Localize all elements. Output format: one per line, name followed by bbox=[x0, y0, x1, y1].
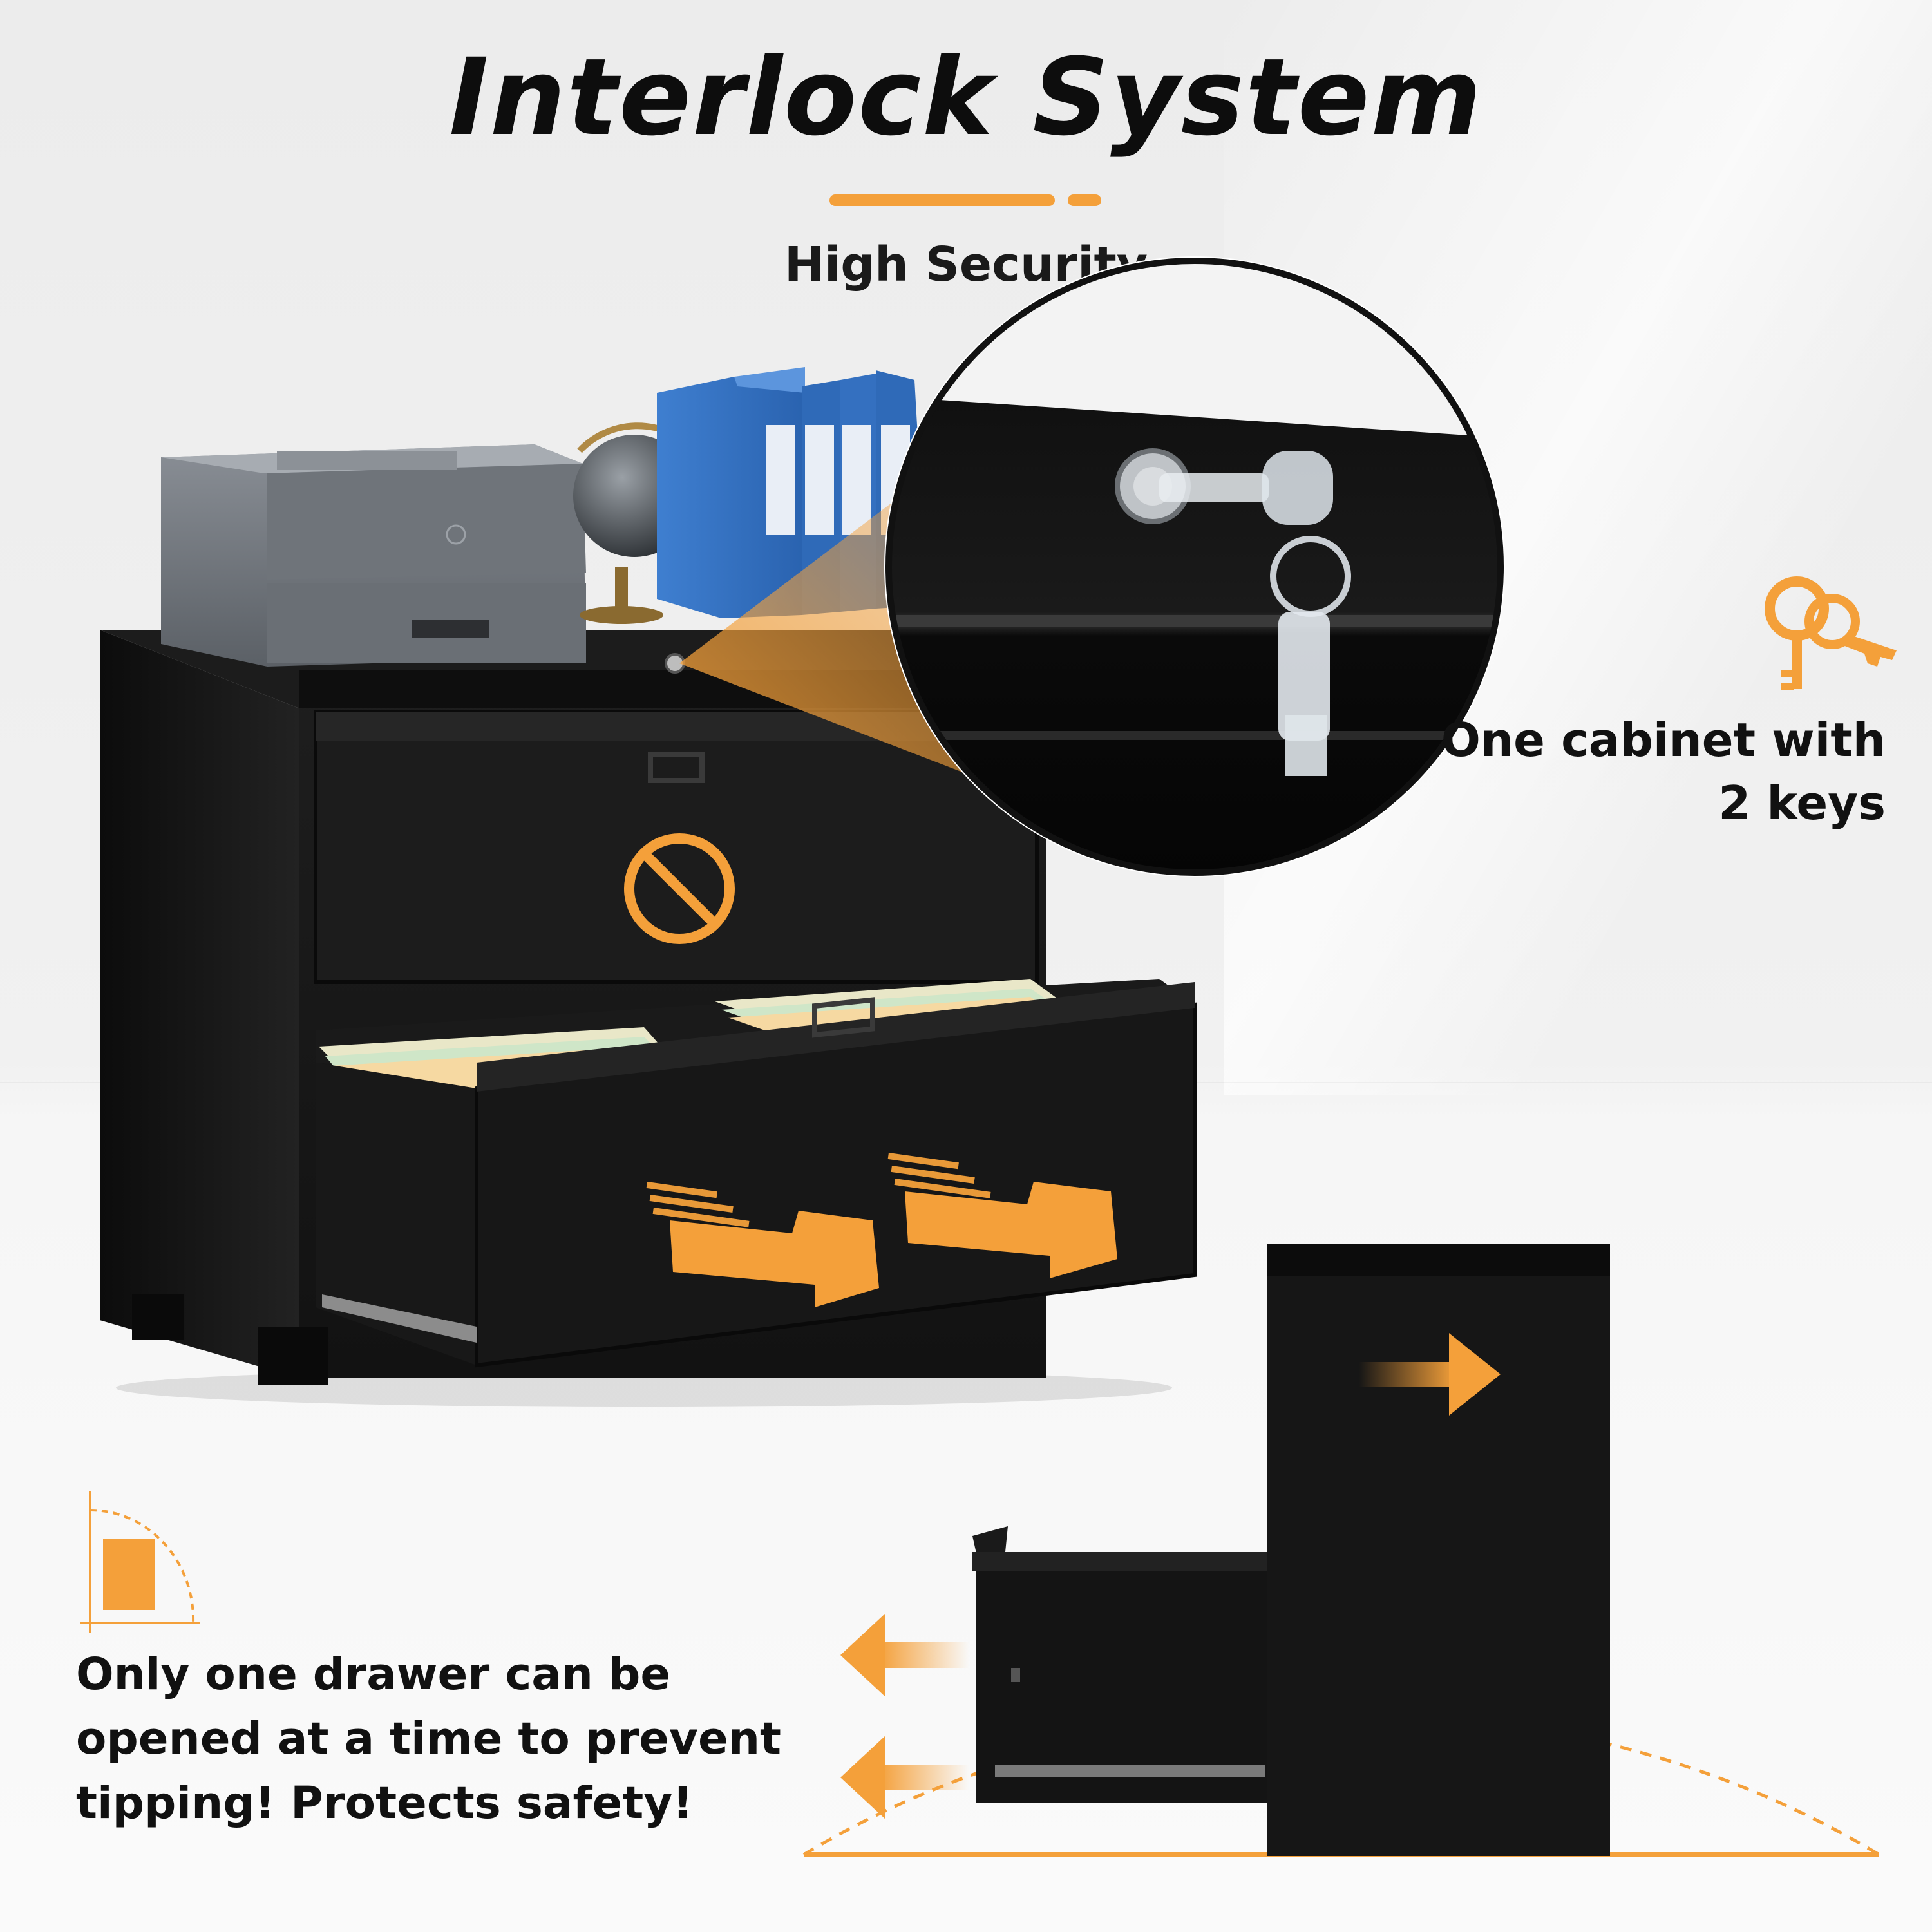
pull-out-arrows-diagram bbox=[840, 1613, 969, 1819]
printer bbox=[161, 444, 586, 667]
top-drawer-closed bbox=[314, 710, 1039, 984]
lock-and-key bbox=[1115, 448, 1351, 776]
keys-caption: One cabinet with 2 keys bbox=[1358, 708, 1886, 835]
keys-caption-line2: 2 keys bbox=[1718, 776, 1886, 830]
bottom-drawer-open bbox=[316, 979, 1197, 1368]
interlock-diagram bbox=[802, 1244, 1880, 1857]
title-underline-long bbox=[829, 194, 1055, 206]
interlock-caption-line1: Only one drawer can be bbox=[76, 1649, 671, 1700]
corner-square-icon bbox=[80, 1491, 200, 1633]
title-underline-short bbox=[1068, 194, 1101, 206]
pull-out-arrows bbox=[646, 1152, 1117, 1307]
brand-logo bbox=[446, 524, 466, 545]
drawer-handle-slot-open bbox=[812, 997, 875, 1038]
no-entry-icon bbox=[624, 833, 735, 944]
keys-icon bbox=[1765, 576, 1897, 690]
interlock-caption-line2: opened at a time to prevent bbox=[76, 1713, 781, 1765]
keys-caption-line1: One cabinet with bbox=[1441, 713, 1886, 767]
drawer-slide-rail bbox=[322, 1294, 477, 1343]
diagram-cabinet bbox=[1267, 1244, 1610, 1856]
interlock-caption: Only one drawer can be opened at a time … bbox=[76, 1642, 797, 1835]
drawer-handle-slot bbox=[648, 752, 705, 783]
page-title: Interlock System bbox=[449, 35, 1483, 159]
interlock-caption-line3: tipping! Protects safety! bbox=[76, 1777, 693, 1829]
diagram-open-drawer bbox=[972, 1526, 1269, 1803]
push-in-arrow bbox=[1359, 1333, 1501, 1416]
lock-zoom-inset bbox=[884, 256, 1505, 877]
